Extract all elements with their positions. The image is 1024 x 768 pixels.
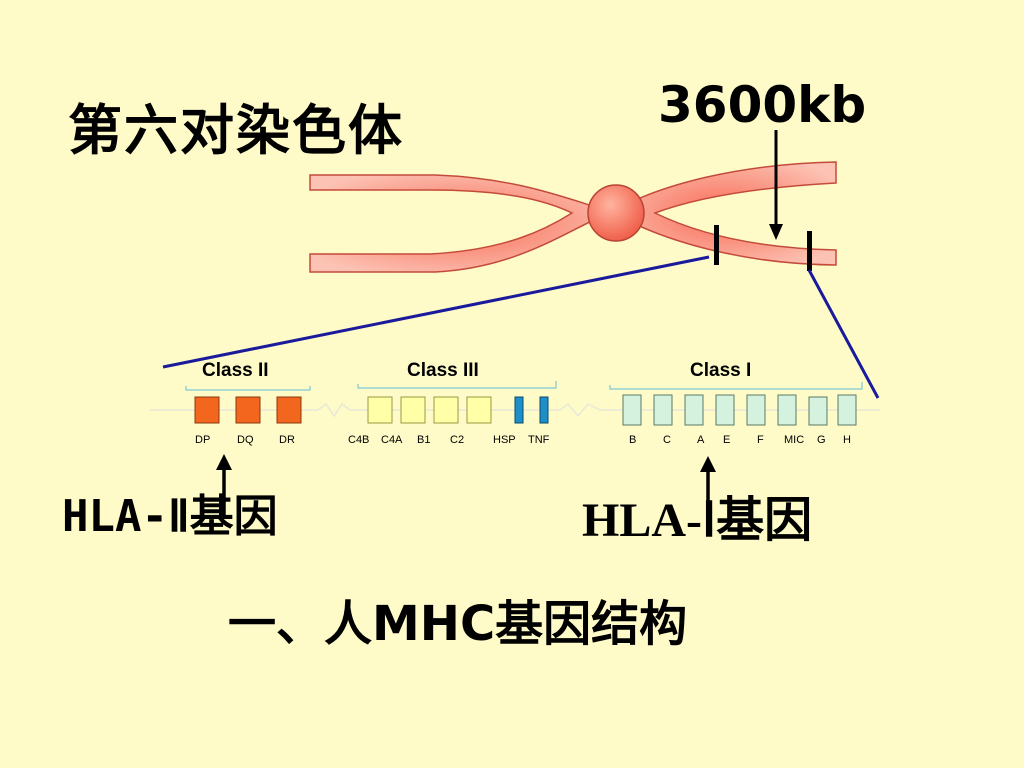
- gene-box-h: [837, 394, 857, 426]
- gene-box-dq: [235, 396, 261, 424]
- class-ii-bracket: [185, 386, 311, 391]
- gene-box-b1: [433, 396, 459, 424]
- size-arrowhead: [769, 224, 783, 240]
- gene-label-c2: C2: [450, 434, 465, 446]
- gene-label-mic: MIC: [784, 434, 805, 446]
- class-iii-label: Class III: [407, 360, 479, 381]
- class-ii-label: Class II: [202, 360, 269, 381]
- section-heading: 一、人MHC基因结构: [228, 596, 688, 652]
- gene-box-c4a: [400, 396, 426, 424]
- gene-label-b1: B1: [417, 434, 431, 446]
- centromere: [587, 184, 645, 242]
- gene-label-h: H: [843, 434, 851, 446]
- hla-i-callout: HLA-Ⅰ基因: [582, 494, 813, 547]
- gene-label-c: C: [663, 434, 671, 446]
- gene-box-tnf: [539, 396, 549, 424]
- gene-box-c2: [466, 396, 492, 424]
- gene-label-c4b: C4B: [348, 434, 370, 446]
- hla-ii-callout: HLA-Ⅱ基因: [62, 491, 278, 542]
- gene-box-a: [684, 394, 704, 426]
- gene-box-mic: [777, 394, 797, 426]
- size-label: 3600kb: [658, 76, 867, 134]
- gene-box-e: [715, 394, 735, 426]
- region-start-mark: [714, 225, 719, 265]
- gene-label-g: G: [817, 434, 826, 446]
- gene-box-hsp: [514, 396, 524, 424]
- gene-box-c4b: [367, 396, 393, 424]
- gene-label-b: B: [629, 434, 637, 446]
- gene-label-hsp: HSP: [493, 434, 516, 446]
- region-end-mark: [807, 231, 812, 271]
- gene-label-c4a: C4A: [381, 434, 403, 446]
- gene-label-tnf: TNF: [528, 434, 550, 446]
- gene-label-dp: DP: [195, 434, 211, 446]
- class-i-label: Class I: [690, 360, 752, 381]
- gene-label-dq: DQ: [237, 434, 254, 446]
- gene-label-f: F: [757, 434, 764, 446]
- zoom-line-left: [162, 255, 710, 369]
- gene-label-a: A: [697, 434, 705, 446]
- gene-label-e: E: [723, 434, 731, 446]
- slide-title: 第六对染色体: [68, 99, 404, 162]
- class-iii-bracket: [357, 381, 557, 389]
- hla-ii-arrowhead: [216, 454, 232, 470]
- gene-box-dr: [276, 396, 302, 424]
- chromosome-right-arms: [610, 161, 837, 266]
- class-i-bracket: [609, 382, 863, 390]
- gene-box-b: [622, 394, 642, 426]
- gene-box-f: [746, 394, 766, 426]
- gene-label-dr: DR: [279, 434, 295, 446]
- hla-i-arrowhead: [700, 456, 716, 472]
- chromosome-left-arms: [309, 174, 615, 273]
- zoom-line-right: [807, 269, 880, 399]
- gene-box-c: [653, 394, 673, 426]
- gene-box-dp: [194, 396, 220, 424]
- gene-box-g: [808, 396, 828, 426]
